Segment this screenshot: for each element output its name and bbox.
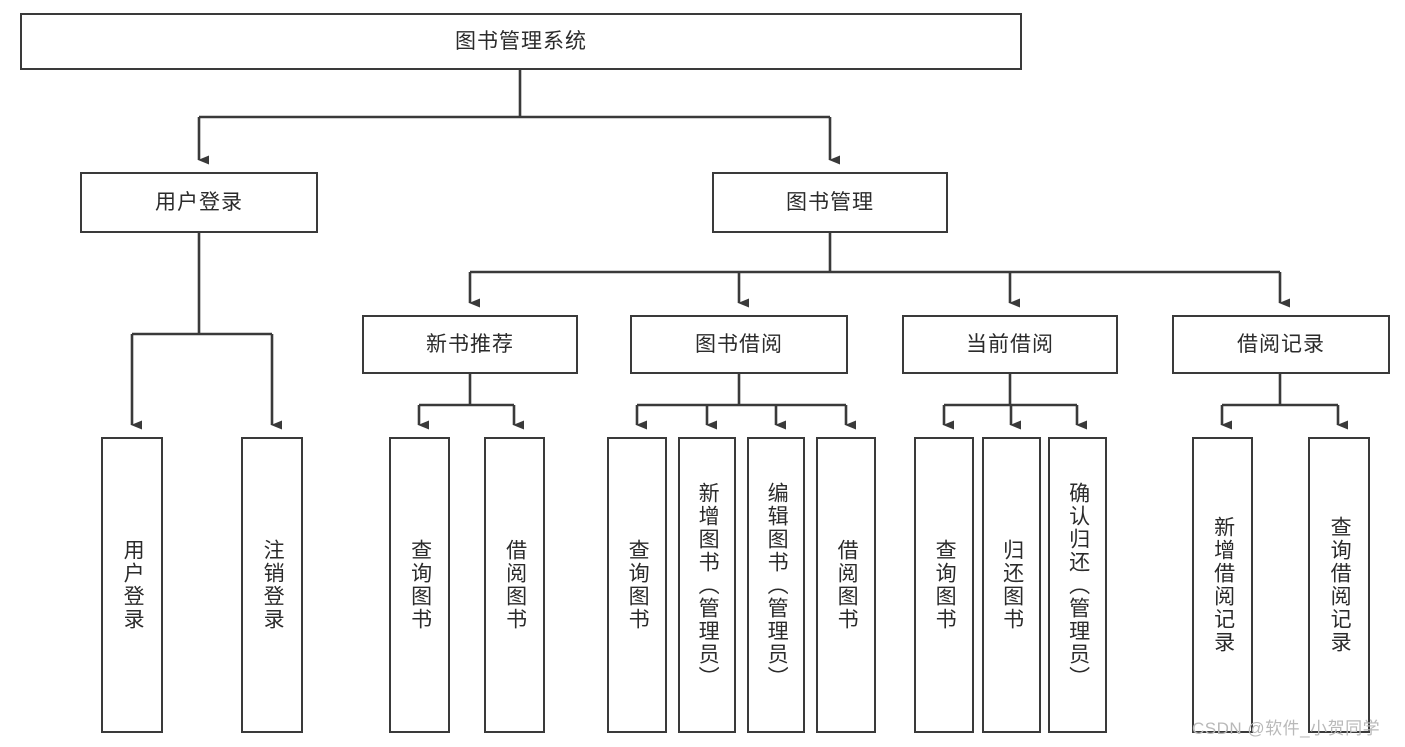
leaf-user-login[interactable]: 用户登录 [101, 437, 163, 733]
node-label: 用户登录 [155, 190, 243, 214]
node-label: 借阅图书 [835, 539, 859, 631]
leaf-add-borrow-record[interactable]: 新增借阅记录 [1192, 437, 1253, 733]
node-label: 当前借阅 [966, 332, 1054, 356]
node-label: 新增图书（管理员） [696, 481, 720, 689]
node-label: 查询借阅记录 [1328, 516, 1352, 654]
node-label: 新增借阅记录 [1211, 516, 1235, 654]
node-label: 查询图书 [626, 539, 650, 631]
node-label: 新书推荐 [426, 332, 514, 356]
csdn-watermark: CSDN @软件_小贺同学 [1192, 719, 1381, 738]
node-label: 编辑图书（管理员） [765, 481, 789, 689]
node-label: 归还图书 [1000, 539, 1024, 631]
node-user-login[interactable]: 用户登录 [80, 172, 318, 233]
leaf-edit-book-admin[interactable]: 编辑图书（管理员） [747, 437, 805, 733]
node-label: 借阅记录 [1237, 332, 1325, 356]
node-label: 确认归还（管理员） [1066, 481, 1090, 689]
leaf-query-book-recommend[interactable]: 查询图书 [389, 437, 450, 733]
leaf-add-book-admin[interactable]: 新增图书（管理员） [678, 437, 736, 733]
node-book-borrow[interactable]: 图书借阅 [630, 315, 848, 374]
node-label: 图书管理 [786, 190, 874, 214]
node-label: 借阅图书 [503, 539, 527, 631]
node-label: 图书管理系统 [455, 29, 587, 53]
leaf-query-borrow-record[interactable]: 查询借阅记录 [1308, 437, 1370, 733]
node-label: 注销登录 [261, 539, 285, 631]
leaf-user-logout[interactable]: 注销登录 [241, 437, 303, 733]
node-label: 查询图书 [408, 539, 432, 631]
leaf-confirm-return-admin[interactable]: 确认归还（管理员） [1048, 437, 1107, 733]
node-label: 查询图书 [933, 539, 957, 631]
node-label: 图书借阅 [695, 332, 783, 356]
node-current-borrow[interactable]: 当前借阅 [902, 315, 1118, 374]
leaf-query-book-current[interactable]: 查询图书 [914, 437, 974, 733]
leaf-query-book-borrow[interactable]: 查询图书 [607, 437, 667, 733]
node-borrow-record[interactable]: 借阅记录 [1172, 315, 1390, 374]
leaf-return-book[interactable]: 归还图书 [982, 437, 1041, 733]
leaf-borrow-book[interactable]: 借阅图书 [816, 437, 876, 733]
node-new-book-recommend[interactable]: 新书推荐 [362, 315, 578, 374]
node-book-management[interactable]: 图书管理 [712, 172, 948, 233]
leaf-borrow-book-recommend[interactable]: 借阅图书 [484, 437, 545, 733]
node-root-system[interactable]: 图书管理系统 [20, 13, 1022, 70]
node-label: 用户登录 [121, 539, 145, 631]
